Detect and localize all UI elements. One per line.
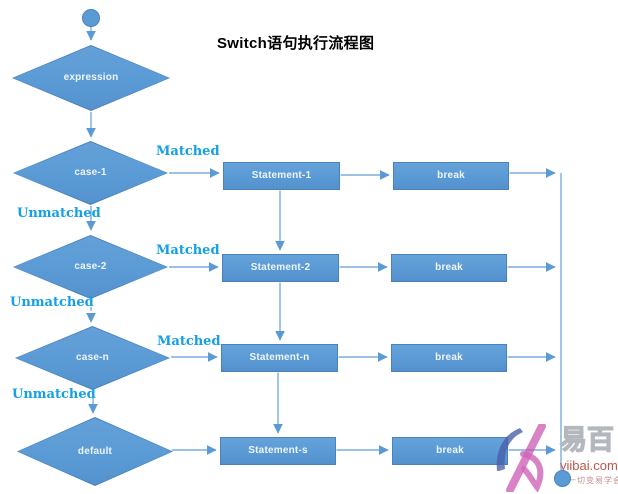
- start-node: [82, 9, 100, 27]
- watermark-slogan-text: 让一切变易学会: [559, 476, 618, 485]
- matched-label-3: Matched: [157, 334, 221, 349]
- decision-case-2-label: case-2: [74, 261, 107, 272]
- end-node: [554, 470, 571, 487]
- process-break-4: break: [392, 437, 508, 465]
- decision-case-1-label: case-1: [74, 167, 107, 178]
- unmatched-label-1: Unmatched: [17, 206, 101, 221]
- watermark-brand-text: 易百: [559, 425, 614, 455]
- process-statement-n: Statement-n: [221, 344, 338, 372]
- decision-expression-label: expression: [63, 72, 119, 83]
- process-break-4-label: break: [436, 445, 464, 456]
- unmatched-label-2: Unmatched: [10, 295, 94, 310]
- process-statement-s-label: Statement-s: [248, 445, 308, 456]
- process-statement-s: Statement-s: [220, 437, 336, 465]
- process-statement-2-label: Statement-2: [250, 262, 311, 273]
- unmatched-label-3: Unmatched: [12, 387, 96, 402]
- process-break-2: break: [391, 254, 507, 282]
- process-break-3: break: [391, 344, 507, 372]
- process-statement-n-label: Statement-n: [249, 352, 310, 363]
- matched-label-1: Matched: [156, 144, 220, 159]
- watermark: 易百 yiibai.com 让一切变易学会: [488, 420, 618, 494]
- watermark-site-text: yiibai.com: [560, 458, 618, 473]
- decision-case-n-label: case-n: [76, 352, 109, 363]
- yiibai-logo-icon: [496, 424, 546, 492]
- decision-default-label: default: [77, 445, 113, 457]
- process-statement-1: Statement-1: [223, 162, 340, 190]
- process-break-1: break: [393, 162, 509, 190]
- process-statement-1-label: Statement-1: [251, 170, 312, 181]
- process-statement-2: Statement-2: [222, 254, 339, 282]
- process-break-1-label: break: [437, 170, 465, 181]
- diagram-title: Switch语句执行流程图: [217, 35, 375, 52]
- process-break-2-label: break: [435, 262, 463, 273]
- matched-label-2: Matched: [156, 243, 220, 258]
- process-break-3-label: break: [435, 352, 463, 363]
